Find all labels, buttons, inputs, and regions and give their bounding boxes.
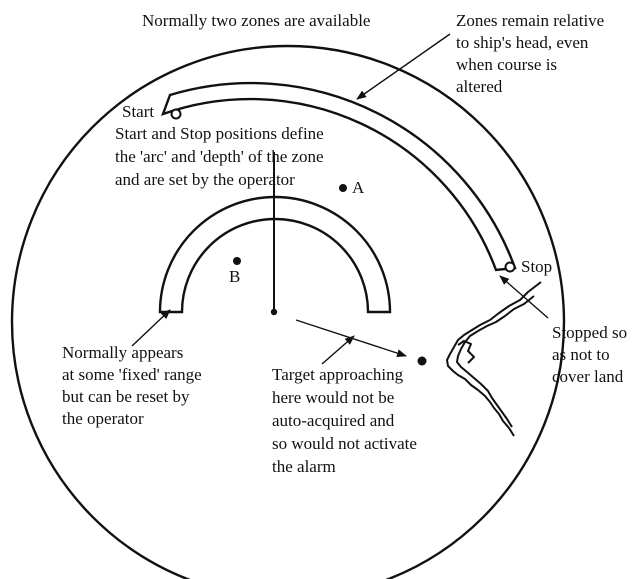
start-stop-note: Start and Stop positions define the 'arc… xyxy=(115,124,328,189)
stop-marker xyxy=(504,261,516,273)
target-note: Target approaching here would not be aut… xyxy=(272,365,421,476)
stopped-arrow xyxy=(499,275,549,319)
target-b-dot xyxy=(233,257,241,265)
fixed-range-note: Normally appears at some 'fixed' range b… xyxy=(62,343,206,428)
zones-relative-arrow xyxy=(356,33,451,100)
zones-relative-note: Zones remain relative to ship's head, ev… xyxy=(456,11,608,96)
target-note-arrow xyxy=(321,335,355,365)
outer-guard-zone xyxy=(160,81,517,272)
title-label: Normally two zones are available xyxy=(142,11,370,30)
point-b-label: B xyxy=(229,267,240,286)
start-marker xyxy=(170,108,182,120)
point-a-label: A xyxy=(352,178,365,197)
target-a-dot xyxy=(339,184,347,192)
inner-guard-zone xyxy=(158,195,392,314)
stop-label: Stop xyxy=(521,257,552,276)
coastline xyxy=(446,281,542,437)
radar-screen-circle xyxy=(10,44,566,579)
start-label: Start xyxy=(122,102,154,121)
own-ship-dot xyxy=(270,308,278,316)
fixed-range-arrow xyxy=(131,309,171,347)
approaching-target-dot xyxy=(417,356,427,366)
stopped-note: Stopped so as not to cover land xyxy=(552,323,631,386)
